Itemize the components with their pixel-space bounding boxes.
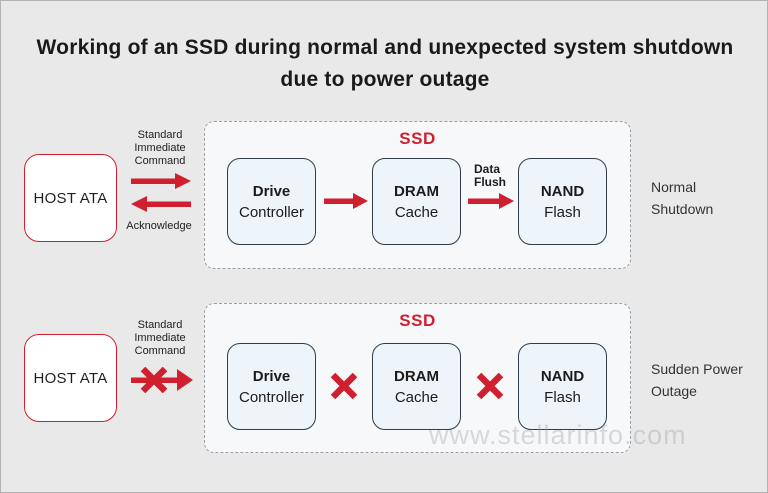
nand-flash-box: NAND Flash	[518, 158, 607, 245]
controller-to-dram-arrow-icon	[324, 193, 368, 209]
command-right-arrow-icon	[131, 173, 191, 189]
acknowledge-label: Acknowledge	[126, 220, 192, 232]
sudden-power-outage-label: Sudden Power Outage	[651, 361, 743, 399]
data-flush-arrow-icon	[468, 193, 514, 209]
drive-controller-box: Drive Controller	[227, 343, 316, 430]
dram-cache-line2: Cache	[394, 388, 439, 406]
nand-flash-line1: NAND	[540, 367, 585, 385]
host-ata-label: HOST ATA	[33, 369, 108, 387]
drive-controller-line2: Controller	[238, 203, 305, 221]
drive-controller-line2: Controller	[238, 388, 305, 406]
dram-cache-line1: DRAM	[394, 182, 439, 200]
nand-flash-line2: Flash	[544, 203, 581, 221]
ssd-panel-outage: SSD Drive Controller DRAM Cache NAND Fla…	[204, 303, 631, 453]
dram-cache-box: DRAM Cache	[372, 343, 461, 430]
drive-controller-line1: Drive	[252, 182, 291, 200]
ssd-panel-title: SSD	[399, 129, 436, 148]
nand-flash-line1: NAND	[540, 182, 585, 200]
diagram-title: Working of an SSD during normal and unex…	[36, 36, 734, 91]
nand-flash-box: NAND Flash	[518, 343, 607, 430]
nand-flash-line2: Flash	[544, 388, 581, 406]
dram-cache-line1: DRAM	[394, 367, 439, 385]
host-ata-box-normal: HOST ATA	[24, 154, 117, 242]
standard-immediate-command-label: Standard Immediate Command	[134, 319, 186, 357]
drive-controller-line1: Drive	[252, 367, 291, 385]
ssd-panel-title: SSD	[399, 311, 436, 330]
data-flush-label: Data Flush	[474, 162, 506, 189]
normal-shutdown-label: Normal Shutdown	[651, 179, 714, 217]
dram-cache-line2: Cache	[394, 203, 439, 221]
host-ata-label: HOST ATA	[33, 189, 108, 207]
host-ata-box-outage: HOST ATA	[24, 334, 117, 422]
blocked-command-arrow-icon	[131, 367, 193, 393]
drive-controller-box: Drive Controller	[227, 158, 316, 245]
acknowledge-left-arrow-icon	[131, 196, 191, 212]
watermark: www.stellarinfo.com	[429, 420, 687, 450]
standard-immediate-command-label: Standard Immediate Command	[134, 129, 186, 167]
broken-link-x-icon	[476, 372, 504, 400]
dram-cache-box: DRAM Cache	[372, 158, 461, 245]
ssd-panel-normal: SSD Drive Controller DRAM Cache Data Flu…	[204, 121, 631, 269]
broken-link-x-icon	[330, 372, 358, 400]
